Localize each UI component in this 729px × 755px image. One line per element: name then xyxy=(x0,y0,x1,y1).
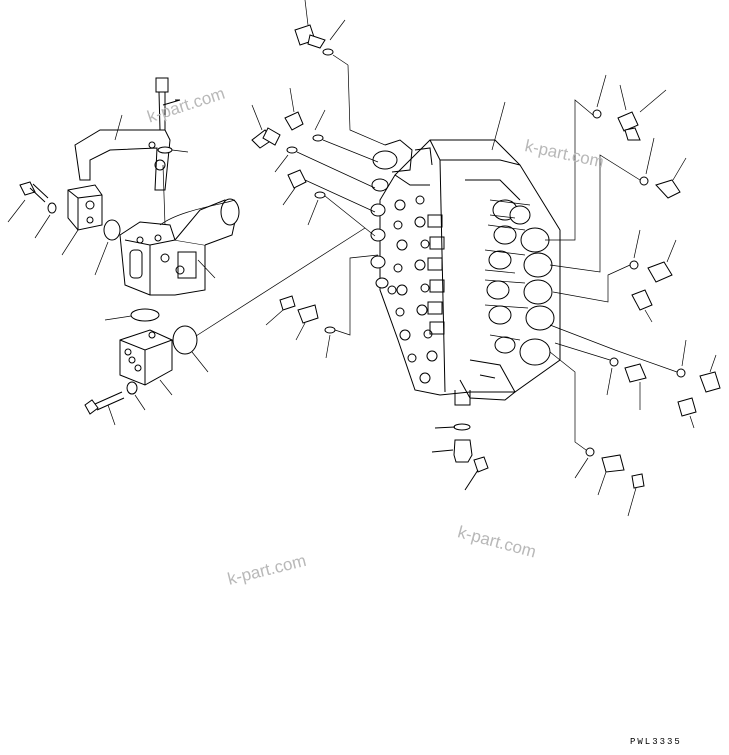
left-fittings xyxy=(251,0,386,359)
right-fittings xyxy=(491,74,721,517)
drawing-code: PWL3335 xyxy=(630,737,682,747)
bottom-plug xyxy=(431,390,489,491)
auxiliary-valve-assembly xyxy=(7,77,240,296)
cover-plate xyxy=(84,227,366,426)
solenoid-stack xyxy=(459,199,555,401)
